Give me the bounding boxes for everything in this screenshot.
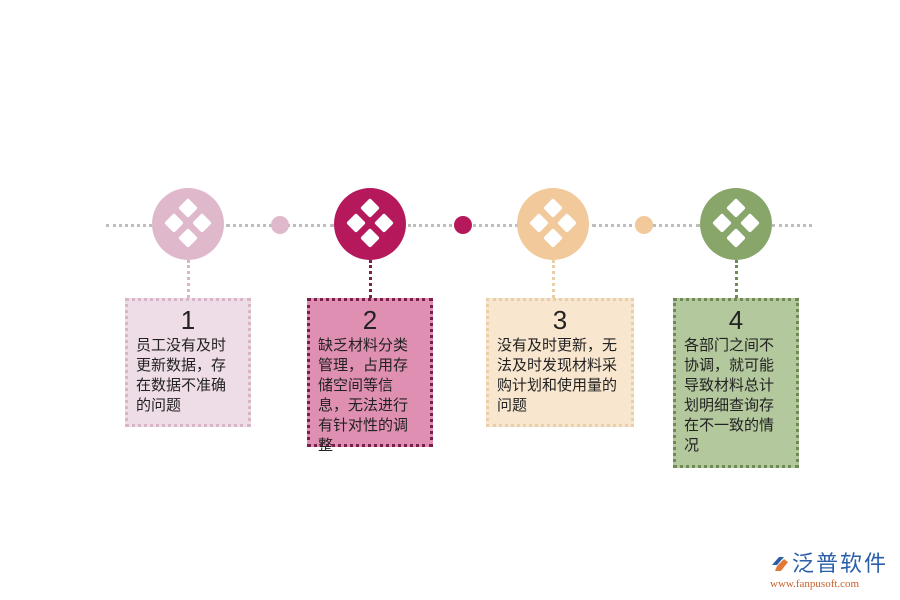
step-4-text: 各部门之间不协调，就可能导致材料总计划明细查询存在不一致的情况 [684,336,775,454]
step-3-card: 3 没有及时更新，无法及时发现材料采购计划和使用量的问题 [486,298,634,427]
step-1-connector [187,260,190,298]
step-2-text: 缺乏材料分类管理，占用存储空间等信息，无法进行有针对性的调整 [318,336,409,454]
logo-mark-icon [772,557,788,571]
step-4-number: 4 [728,305,744,335]
step-2-card: 2 缺乏材料分类管理，占用存储空间等信息，无法进行有针对性的调整 [307,298,433,454]
step-2-circle-icon [334,188,406,260]
step-2-number: 2 [362,305,378,335]
fanpusoft-logo: 泛普软件 www.fanpusoft.com [770,552,888,590]
step-1-card: 1 员工没有及时更新数据，存在数据不准确的问题 [125,298,251,427]
step-1-text: 员工没有及时更新数据，存在数据不准确的问题 [136,336,227,414]
logo-brand-text: 泛普软件 [792,552,889,577]
step-4-circle-icon [700,188,772,260]
logo-url-text: www.fanpusoft.com [770,578,860,590]
timeline-line [106,224,152,227]
step-4-connector [735,260,738,298]
connector-dot-2 [454,216,472,234]
step-3-number: 3 [552,305,568,335]
step-3-circle-icon [517,188,589,260]
step-4-card: 4 各部门之间不协调，就可能导致材料总计划明细查询存在不一致的情况 [673,298,799,468]
step-3-text: 没有及时更新，无法及时发现材料采购计划和使用量的问题 [497,336,618,414]
connector-dot-1 [271,216,289,234]
step-1-circle-icon [152,188,224,260]
connector-dot-3 [635,216,653,234]
step-1-number: 1 [180,305,196,335]
step-2-connector [369,260,372,298]
timeline-line [772,224,812,227]
step-3-connector [552,260,555,298]
